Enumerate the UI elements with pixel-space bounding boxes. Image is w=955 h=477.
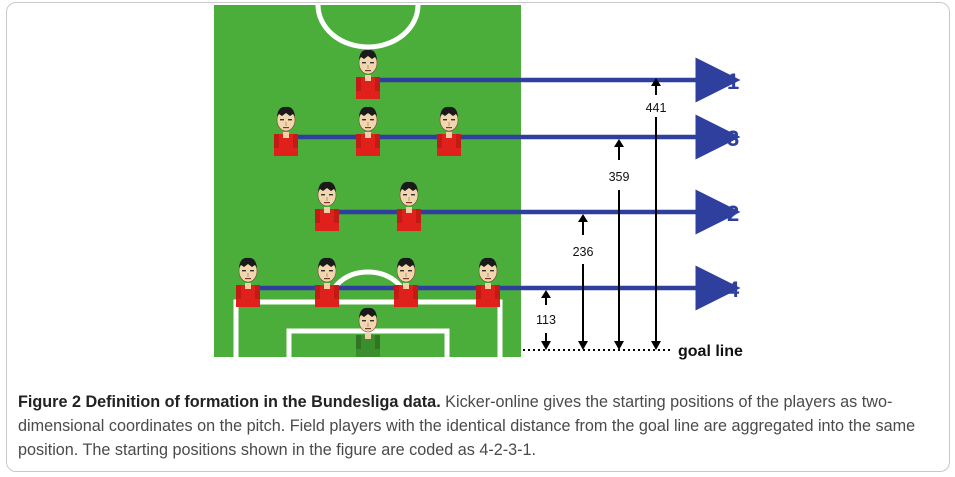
caption-title: Figure 2 Definition of formation in the …	[18, 393, 441, 411]
distance-arrows	[541, 78, 661, 350]
distance-labels: 441 359 236 113	[536, 101, 666, 327]
figure-caption: Figure 2 Definition of formation in the …	[18, 390, 943, 462]
row-count-label: 4	[727, 277, 740, 302]
row-count-label: 3	[727, 126, 739, 151]
caption-text: Kicker-online gives the starting positio…	[18, 393, 916, 459]
formation-diagram: 1 3 2 4 441 359 236 113 goal line	[214, 4, 743, 360]
row-count-label: 2	[727, 201, 739, 226]
distance-label: 359	[609, 170, 630, 184]
distance-label: 113	[536, 313, 556, 327]
distance-label: 236	[573, 245, 594, 259]
row-count-label: 1	[727, 69, 739, 94]
goal-line-label: goal line	[678, 343, 743, 360]
row-count-labels: 1 3 2 4	[727, 69, 740, 302]
distance-label: 441	[646, 101, 667, 115]
